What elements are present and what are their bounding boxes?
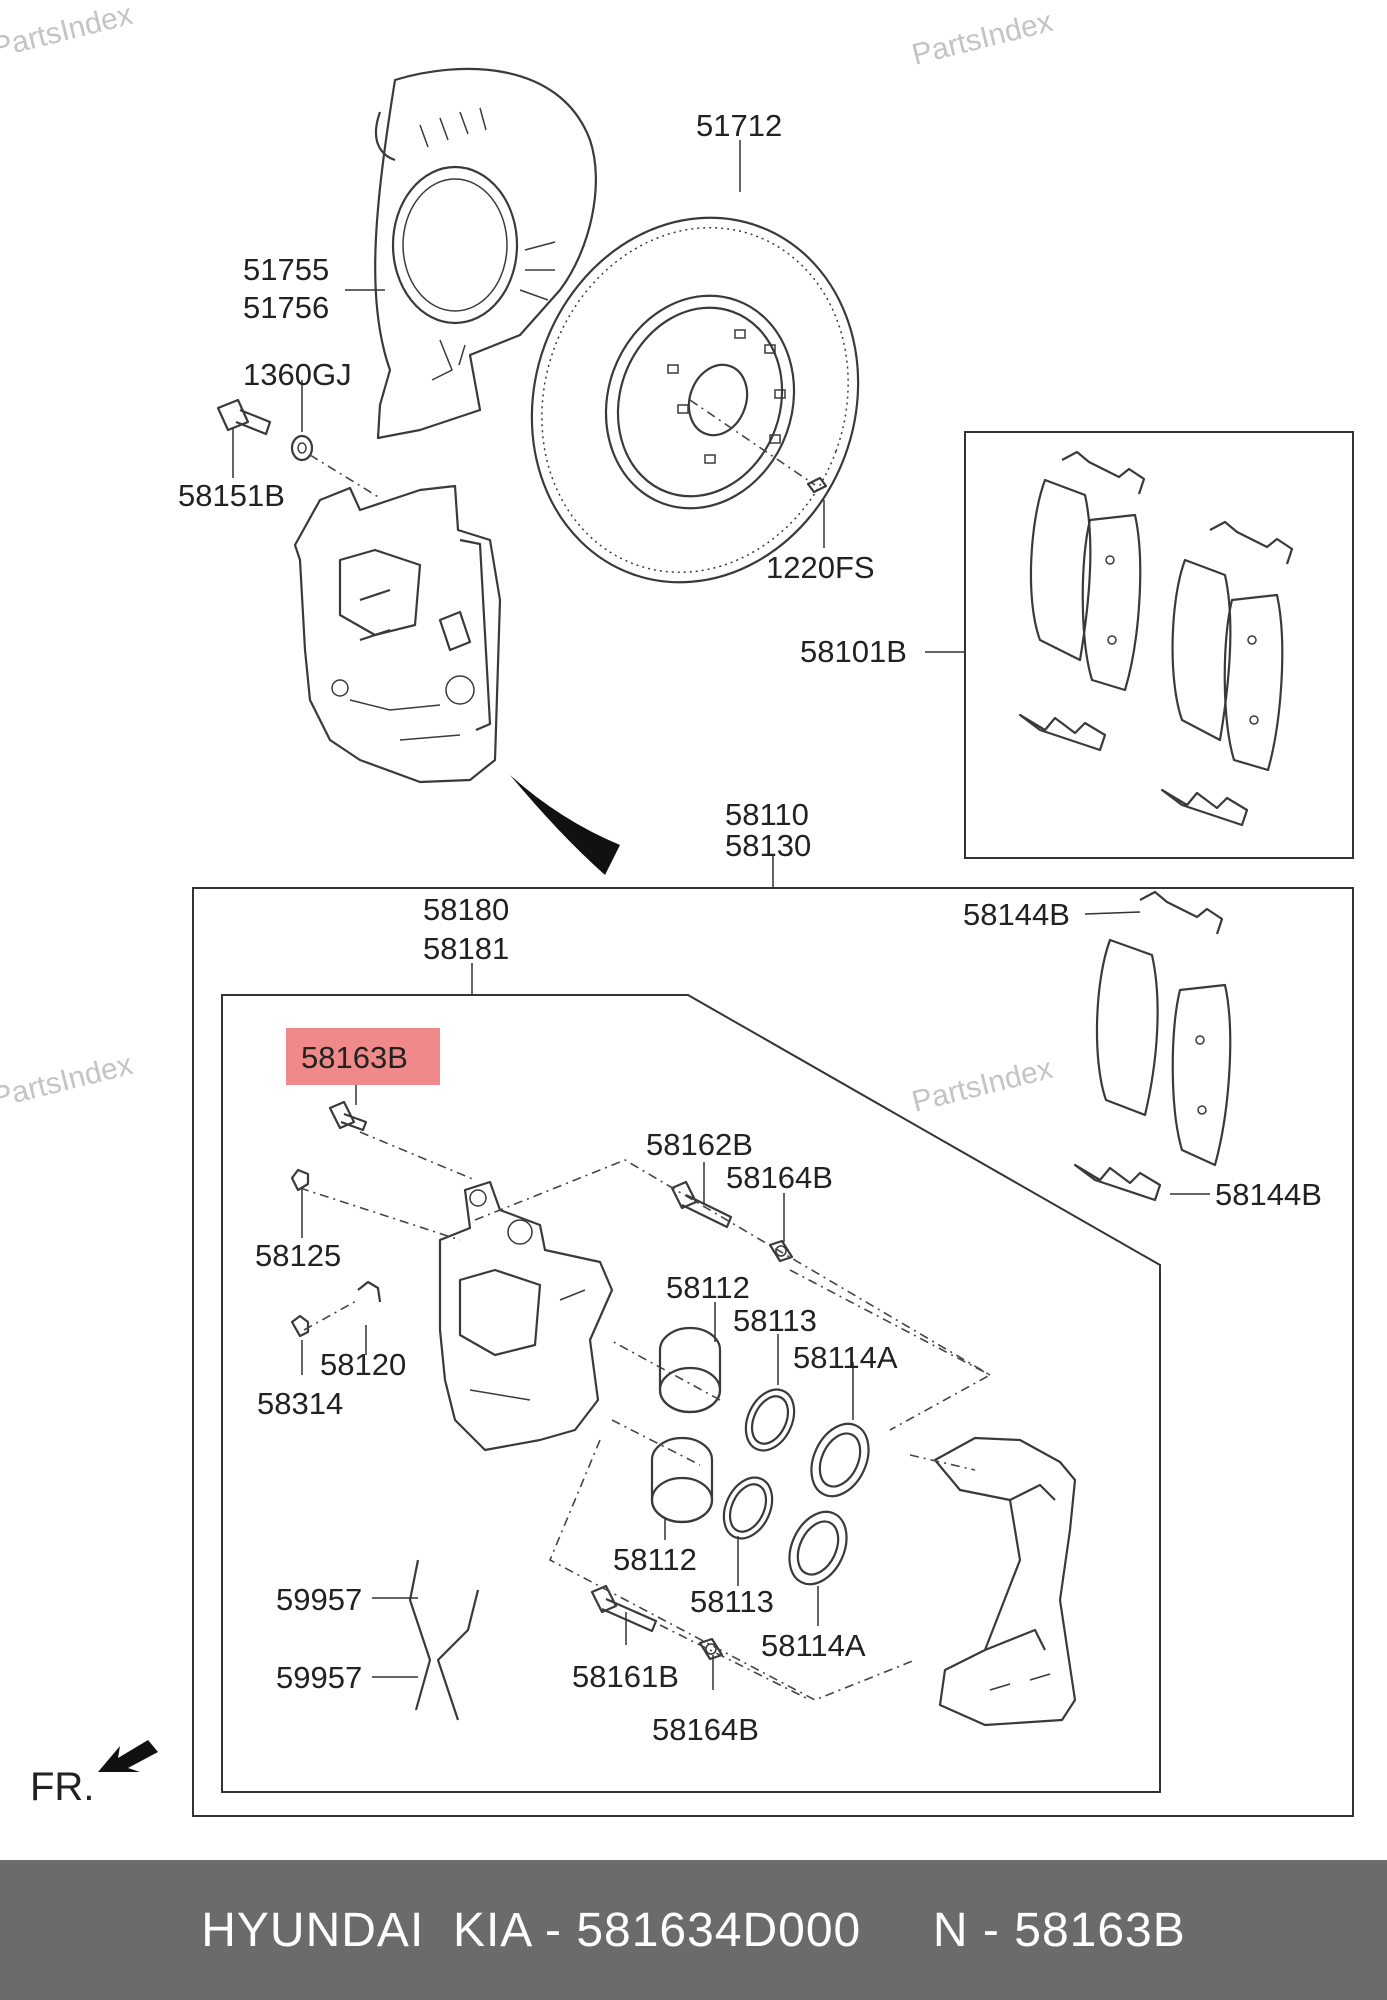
parts-diagram: PartsIndex PartsIndex PartsIndex PartsIn… <box>0 0 1354 1817</box>
footer-part-number: HYUNDAI KIA - 581634D000 N - 58163B <box>201 1903 1186 1957</box>
highlight-box <box>286 1028 440 1085</box>
label-58113-bottom[interactable]: 58113 <box>690 1584 774 1619</box>
label-51755[interactable]: 51755 <box>243 252 329 287</box>
caliper-top-drawing <box>293 484 502 784</box>
label-58114A-bottom[interactable]: 58114A <box>761 1628 866 1663</box>
label-58120[interactable]: 58120 <box>320 1347 406 1382</box>
assembly-lines <box>299 1131 992 1701</box>
label-1360GJ[interactable]: 1360GJ <box>243 357 352 392</box>
watermark-top-right: PartsIndex <box>909 5 1056 72</box>
label-58162B[interactable]: 58162B <box>646 1127 753 1162</box>
label-58314[interactable]: 58314 <box>257 1386 343 1421</box>
label-58180[interactable]: 58180 <box>423 892 509 927</box>
footer-bar: HYUNDAI KIA - 581634D000 N - 58163B <box>0 1860 1387 2000</box>
watermark-top-left: PartsIndex <box>0 0 136 65</box>
bracket-drawing <box>933 1436 1077 1727</box>
label-58144B-bottom[interactable]: 58144B <box>1215 1177 1322 1212</box>
pads-kit-box <box>964 431 1354 859</box>
label-58125[interactable]: 58125 <box>255 1238 341 1273</box>
dust-shield-drawing <box>374 67 597 440</box>
label-58112-top[interactable]: 58112 <box>666 1270 750 1305</box>
label-58181[interactable]: 58181 <box>423 931 509 966</box>
label-58151B[interactable]: 58151B <box>178 478 285 513</box>
bolts-drawing <box>290 1100 794 1661</box>
pistons-seals-drawing <box>650 1326 870 1586</box>
label-58110[interactable]: 58110 <box>725 797 809 832</box>
label-58161B[interactable]: 58161B <box>572 1659 679 1694</box>
leader-lines <box>232 140 1210 1690</box>
label-58101B[interactable]: 58101B <box>800 634 907 669</box>
label-58164B-top[interactable]: 58164B <box>726 1160 833 1195</box>
watermark-mid-right: PartsIndex <box>909 1052 1056 1119</box>
caliper-body-box <box>221 994 1161 1793</box>
label-58130[interactable]: 58130 <box>725 828 811 863</box>
pads-kit-drawing <box>1018 450 1294 827</box>
label-58144B-top[interactable]: 58144B <box>963 897 1070 932</box>
label-58112-bottom[interactable]: 58112 <box>613 1542 697 1577</box>
label-58163B[interactable]: 58163B <box>301 1040 408 1075</box>
label-58113-top[interactable]: 58113 <box>733 1303 817 1338</box>
pointer-arrow <box>510 775 620 875</box>
front-arrow-icon <box>98 1740 158 1772</box>
bolt-58151B-drawing <box>216 398 381 499</box>
front-label: FR. <box>30 1765 94 1809</box>
watermark-mid-left: PartsIndex <box>0 1048 136 1115</box>
label-59957-b[interactable]: 59957 <box>276 1660 362 1695</box>
label-1220FS[interactable]: 1220FS <box>766 550 875 585</box>
label-58114A-top[interactable]: 58114A <box>793 1340 898 1375</box>
pads-inner-drawing <box>1073 890 1232 1202</box>
label-59957-a[interactable]: 59957 <box>276 1582 362 1617</box>
caliper-body-drawing <box>438 1180 614 1452</box>
clips-59957-drawing <box>408 1559 480 1721</box>
label-51756[interactable]: 51756 <box>243 290 329 325</box>
label-58164B-bottom[interactable]: 58164B <box>652 1712 759 1747</box>
label-51712[interactable]: 51712 <box>696 108 782 143</box>
